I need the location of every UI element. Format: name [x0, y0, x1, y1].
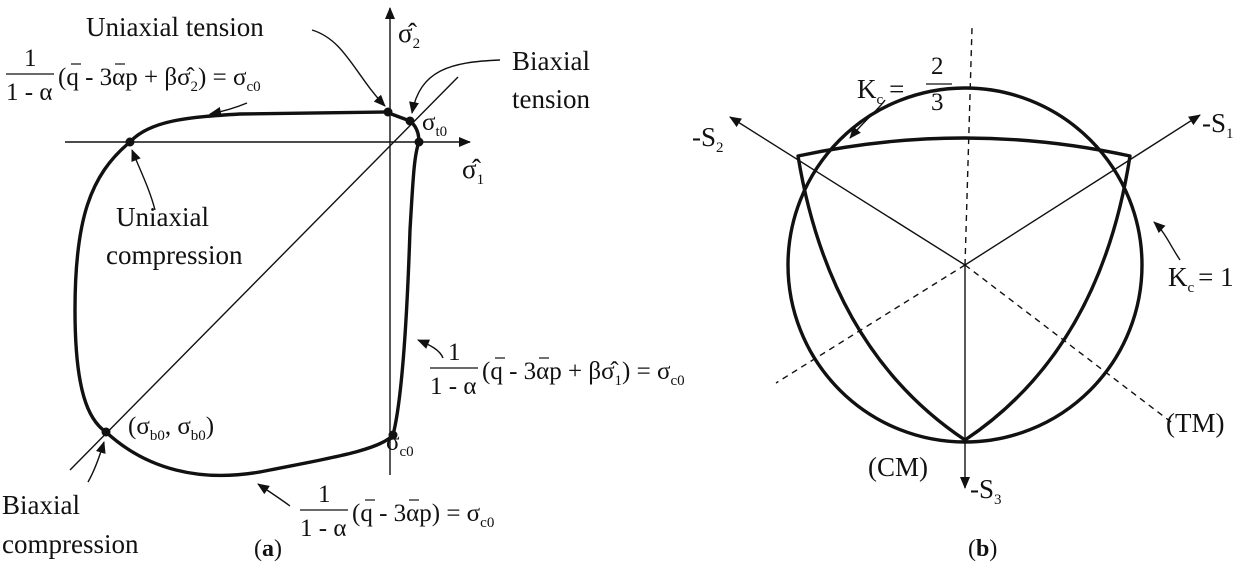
- sigma-t0-label: σt0: [422, 109, 447, 140]
- svg-text:1 - α: 1 - α: [300, 515, 346, 542]
- bottom-equation: 1 1 - α (q - 3αp) = σc0: [300, 481, 494, 542]
- svg-text:1 - α: 1 - α: [6, 79, 52, 106]
- panel-b: -S1 -S2 -S3 Kc= 2 3 Kc= 1 (TM) (CM) (b): [692, 27, 1234, 562]
- sigma-t0-point: [414, 137, 424, 147]
- s2-axis: [729, 116, 966, 266]
- kc-right-label: Kc= 1: [1168, 262, 1234, 296]
- tm-label: (TM): [1166, 408, 1224, 438]
- uniaxial-tension-arrow: [311, 29, 386, 107]
- cm-label: (CM): [868, 452, 928, 482]
- kc-top-denominator: 3: [931, 89, 944, 116]
- dashed-meridian-top: [964, 27, 973, 266]
- sigma-b0-label: (σb0, σb0): [128, 413, 214, 444]
- uniaxial-compression-label-1: Uniaxial: [116, 202, 209, 232]
- svg-text:1: 1: [318, 481, 331, 508]
- right-equation-arrow: [417, 339, 444, 359]
- s3-label: -S3: [970, 474, 1002, 508]
- sigma-c0-label: σc0: [386, 429, 414, 460]
- biaxial-compression-point: [101, 427, 111, 437]
- kc-right-arrow: [1153, 221, 1181, 261]
- kc-top-label: Kc=: [857, 74, 904, 108]
- panel-a-label: (a): [254, 536, 282, 562]
- s1-label: -S1: [1202, 108, 1234, 142]
- biaxial-compression-label-1: Biaxial: [2, 490, 80, 520]
- sigma-c0-point: [388, 430, 398, 440]
- uniaxial-compression-arrow: [131, 149, 156, 211]
- svg-text:1: 1: [448, 339, 461, 366]
- kc-two-thirds-triangle: [796, 136, 1132, 442]
- dashed-meridian-right: [964, 264, 1176, 426]
- right-equation: 1 1 - α (q - 3αp + βσ̂1) = σc0: [430, 339, 685, 400]
- panel-a: σ̂1 σ̂2 Uniaxial tension Biaxial tension…: [2, 7, 685, 562]
- svg-text:(q - 3αp + βσ̂1) = σc0: (q - 3αp + βσ̂1) = σc0: [482, 358, 685, 389]
- svg-text:1: 1: [24, 45, 37, 72]
- diagonal-line: [69, 76, 459, 471]
- svg-text:(q - 3αp + βσ̂2) = σc0: (q - 3αp + βσ̂2) = σc0: [58, 64, 261, 95]
- uniaxial-tension-label: Uniaxial tension: [86, 12, 264, 42]
- kc-top-arrow: [849, 99, 886, 139]
- biaxial-tension-label-2: tension: [512, 84, 590, 114]
- yield-surface-curve: [73, 110, 421, 478]
- biaxial-tension-arrow: [409, 59, 501, 114]
- panel-b-label: (b): [968, 536, 997, 562]
- uniaxial-tension-point: [383, 107, 393, 117]
- biaxial-compression-label-2: compression: [2, 529, 139, 559]
- uniaxial-compression-point: [125, 137, 135, 147]
- s2-label: -S2: [692, 122, 724, 156]
- uniaxial-compression-label-2: compression: [106, 240, 243, 270]
- biaxial-tension-label-1: Biaxial: [512, 46, 590, 76]
- svg-text:(q - 3αp) = σc0: (q - 3αp) = σc0: [352, 500, 494, 531]
- top-equation: 1 1 - α (q - 3αp + βσ̂2) = σc0: [6, 45, 261, 106]
- kc-one-circle: [786, 86, 1144, 444]
- biaxial-tension-point: [405, 116, 415, 126]
- svg-text:1 - α: 1 - α: [430, 373, 476, 400]
- biaxial-compression-arrow: [87, 441, 106, 483]
- sigma1-label: σ̂1: [462, 154, 484, 188]
- sigma2-label: σ̂2: [398, 18, 420, 52]
- dashed-meridian-left: [775, 264, 966, 384]
- bottom-equation-arrow: [257, 483, 291, 507]
- top-equation-arrow: [209, 102, 248, 117]
- kc-top-numerator: 2: [931, 53, 944, 80]
- s1-axis: [964, 114, 1201, 266]
